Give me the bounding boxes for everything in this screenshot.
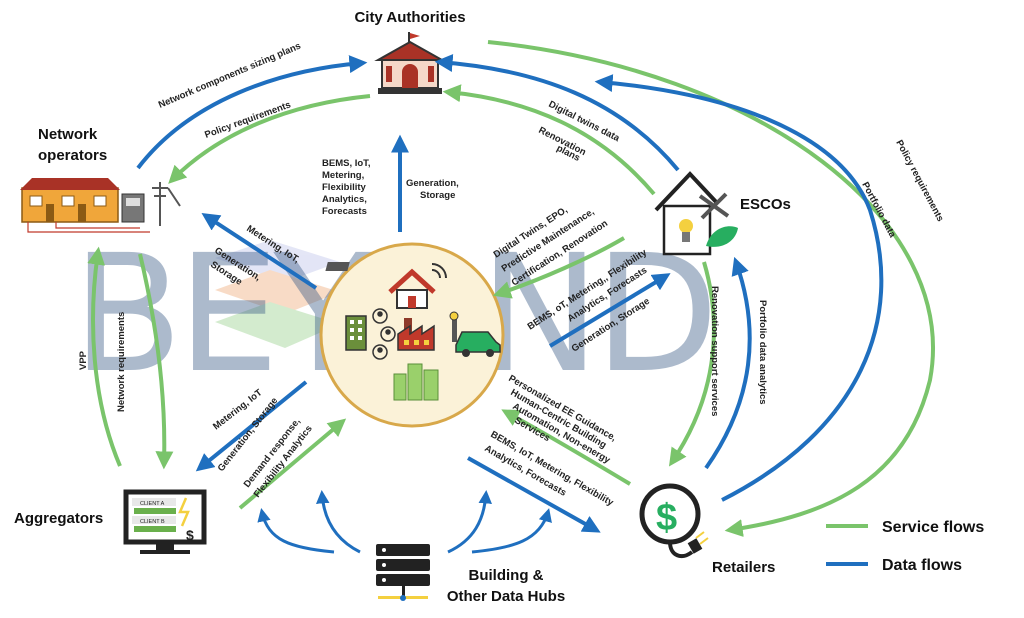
central-hub	[319, 242, 505, 428]
flow-label-policy-left: Policy requirements	[203, 99, 292, 140]
svg-text:Flexibility: Flexibility	[322, 182, 367, 193]
flow-net-sizing-arrow	[136, 55, 368, 170]
client-a-label: CLIENT A	[140, 501, 165, 507]
svg-text:Forecasts: Forecasts	[322, 206, 367, 217]
aggregators-monitor-icon: CLIENT A CLIENT B $	[123, 489, 207, 554]
city-skyline-icon	[393, 363, 439, 401]
flow-demand-response-arrow	[238, 418, 347, 510]
flow-metering-agg-arrow	[195, 380, 308, 472]
flow-label-portfolio-data: Portfolio data	[859, 180, 898, 240]
svg-text:BEMS, IoT,: BEMS, IoT,	[322, 158, 371, 169]
office-building-icon	[345, 315, 367, 351]
flow-digital-twins-arrow	[434, 54, 680, 172]
flow-vpp-arrow	[87, 246, 122, 467]
people-icon	[372, 308, 396, 360]
svg-text:Storage: Storage	[420, 190, 455, 201]
flow-label-network-req: Network requirements	[116, 312, 127, 412]
retailers-label: Retailers	[712, 559, 775, 576]
flow-retail-services-arrow	[501, 409, 632, 486]
legend-data-label: Data flows	[882, 557, 962, 574]
network-operators-icon	[20, 178, 181, 233]
flow-escos-services-arrow	[492, 236, 626, 299]
svg-text:Metering,: Metering,	[322, 170, 364, 181]
legend-service-label: Service flows	[882, 519, 984, 536]
hub-data-arc-1	[257, 508, 335, 554]
factory-icon	[397, 318, 435, 351]
svg-text:Analytics,: Analytics,	[322, 194, 367, 205]
flow-network-req-arrow	[138, 253, 174, 470]
data-hubs-server-icon	[376, 544, 430, 601]
flow-renovation-support-arrow	[668, 261, 716, 467]
flow-retail-data-arrow	[467, 456, 601, 533]
network-operators-label-2: operators	[38, 147, 107, 164]
aggregators-label: Aggregators	[14, 510, 103, 527]
city-hall-icon	[374, 32, 446, 94]
escos-label: ESCOs	[740, 196, 791, 213]
flow-metering-net-arrow	[201, 213, 318, 290]
svg-text:$: $	[656, 497, 677, 539]
flow-portfolio-data-arrow	[594, 74, 884, 502]
client-b-label: CLIENT B	[140, 519, 165, 525]
flow-label-policy-right: Policy requirements	[893, 138, 945, 223]
hub-data-arc-2	[315, 489, 361, 554]
flow-portfolio-analytics-arrow	[704, 256, 752, 470]
svg-text:Generation,: Generation,	[406, 178, 459, 189]
flow-label-renovation-support: Renovation support services	[709, 286, 720, 416]
flow-policy-right-arrow	[487, 40, 935, 538]
electric-car-icon	[449, 311, 501, 357]
flow-renovation-plans-arrow	[442, 84, 656, 196]
smart-home-icon	[325, 262, 447, 309]
flow-label-bems-up: BEMS, IoT, Metering, Flexibility Analyti…	[322, 158, 371, 217]
escos-icon	[654, 171, 738, 256]
data-hubs-label-2: Other Data Hubs	[447, 588, 565, 605]
data-hubs-label: Building &	[469, 567, 544, 584]
network-operators-label: Network	[38, 126, 98, 143]
hub-data-arc-3	[447, 489, 493, 554]
city-authorities-label: City Authorities	[354, 9, 465, 26]
flow-label-portfolio-analytics: Portfolio data analytics	[757, 300, 768, 405]
flow-label-gen-storage-up: Generation, Storage	[406, 178, 459, 201]
flow-escos-data-arrow	[548, 273, 671, 348]
hub-data-arc-4	[471, 508, 552, 554]
svg-text:$: $	[186, 527, 194, 543]
flow-label-vpp: VPP	[78, 350, 89, 370]
flow-policy-left-arrow	[168, 94, 371, 184]
retailers-plug-icon: $	[639, 483, 709, 559]
legend: Service flows Data flows	[826, 519, 984, 574]
